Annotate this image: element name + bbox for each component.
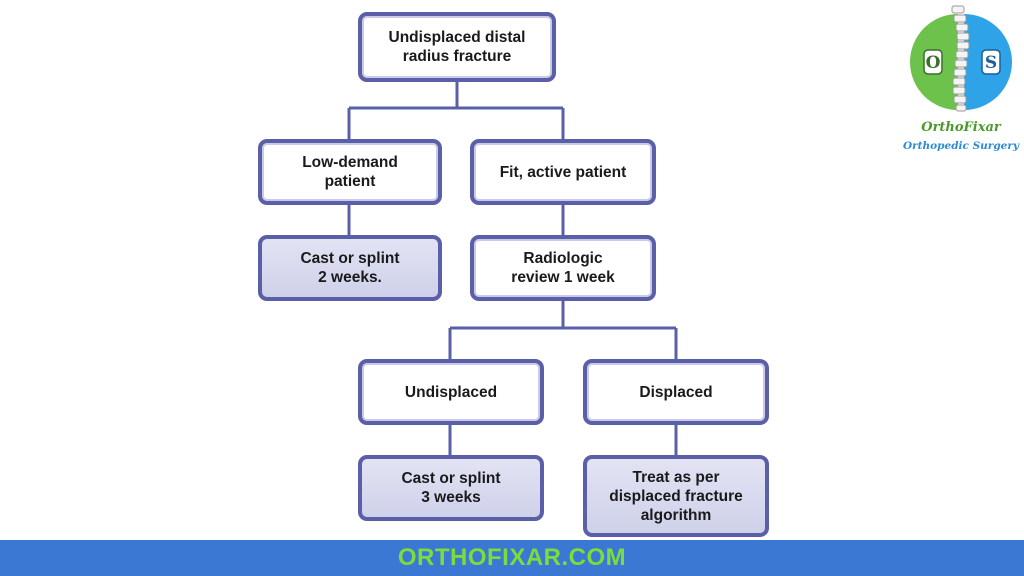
logo-name: OrthoFixar [921,120,1001,135]
logo-s-badge: S [981,49,1001,75]
logo-subtitle: Orthopedic Surgery [903,140,1019,152]
svg-text:O: O [926,53,941,73]
node-root: Undisplaced distal radius fracture [358,12,556,82]
footer-website-link[interactable]: ORTHOFIXAR.COM [397,544,627,571]
node-fit-active: Fit, active patient [470,139,656,205]
node-undisplaced: Undisplaced [358,359,544,425]
logo-o-badge: O [923,49,943,75]
spine-icon [951,5,970,112]
node-radiologic-review: Radiologic review 1 week [470,235,656,301]
node-cast-3-weeks: Cast or splint 3 weeks [358,455,544,521]
orthofixar-logo: O S [910,5,1012,112]
svg-text:S: S [985,53,997,73]
node-cast-2-weeks: Cast or splint 2 weeks. [258,235,442,301]
node-treat-displaced: Treat as per displaced fracture algorith… [583,455,769,537]
node-displaced: Displaced [583,359,769,425]
node-low-demand: Low-demand patient [258,139,442,205]
footer-banner: ORTHOFIXAR.COM [0,540,1024,576]
